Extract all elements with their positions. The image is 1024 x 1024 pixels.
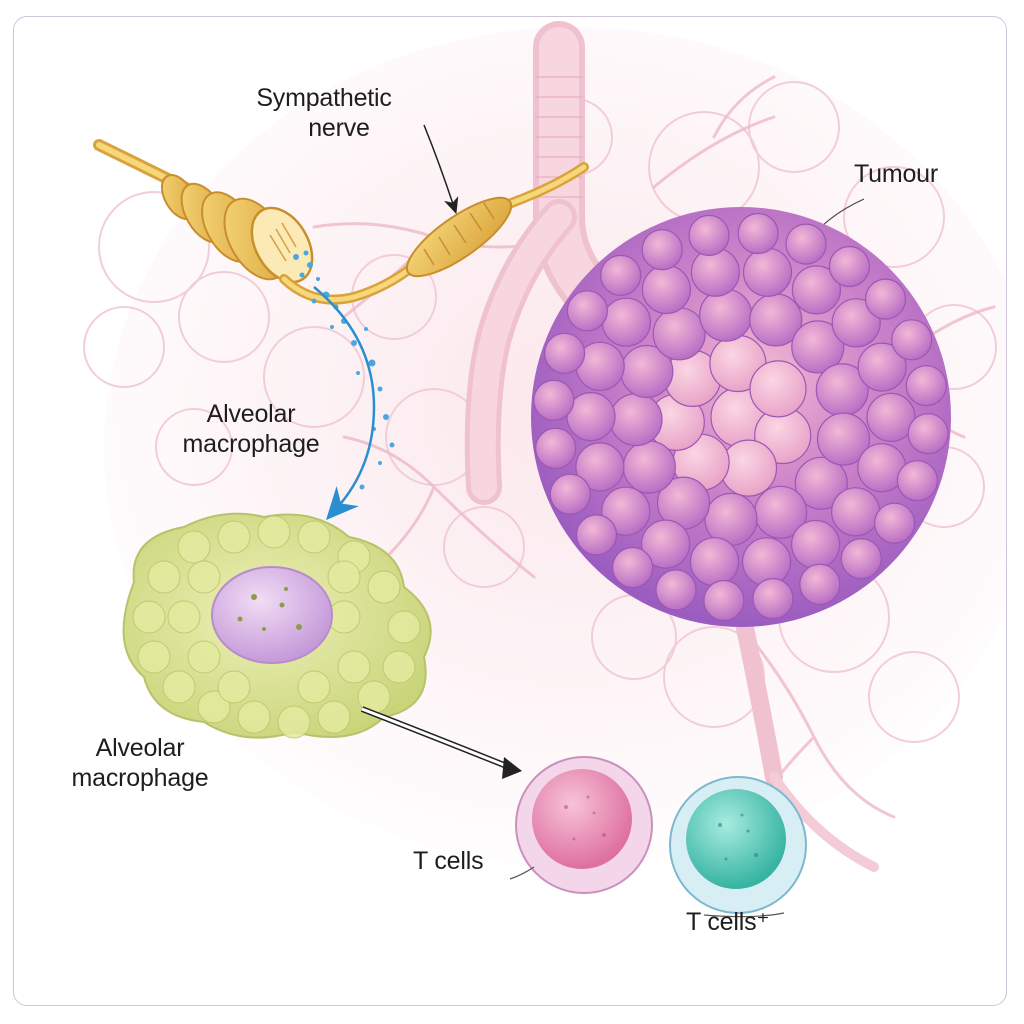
t-cell-pointer-line xyxy=(509,866,535,880)
nerve-pointer-line xyxy=(423,124,459,215)
label-alveolar-macrophage-cell: Alveolar macrophage xyxy=(50,733,230,793)
signal-arrow xyxy=(313,286,376,521)
tumour-lobe xyxy=(549,473,591,515)
macrophage-bump xyxy=(147,560,181,594)
tumour-lobe xyxy=(688,214,730,256)
t-cell-plus-pointer-line xyxy=(703,912,785,918)
tumour-lobe xyxy=(575,514,618,556)
tumour-lobe xyxy=(533,379,575,421)
tumour-lobe xyxy=(737,212,779,255)
macrophage-bump xyxy=(297,670,331,704)
tumour-lobe xyxy=(794,456,848,510)
tumour-lobe xyxy=(611,546,654,589)
tumour-lobe xyxy=(831,298,881,348)
label-sympathetic-nerve: Sympathetic nerve xyxy=(224,83,424,143)
macrophage-bump xyxy=(197,690,231,724)
tumour-lobe xyxy=(799,563,841,605)
tumour-lobe xyxy=(790,519,841,570)
macrophage-bump xyxy=(382,650,416,684)
macrophage-bump xyxy=(257,515,291,549)
tumour-mass xyxy=(531,207,951,627)
tumour-lobe xyxy=(655,569,697,611)
t-cell-teal xyxy=(669,776,807,914)
tumour-lobe xyxy=(575,442,625,492)
tumour-lobe xyxy=(742,247,793,297)
tumour-lobe xyxy=(641,229,683,271)
label-alveolar-bottom-line1: Alveolar xyxy=(95,734,185,762)
macrophage-bump xyxy=(317,700,351,734)
tumour-lobe xyxy=(699,288,753,342)
macrophage-bump xyxy=(297,520,331,554)
tumour-lobe xyxy=(601,486,651,536)
tumour-lobe xyxy=(857,342,907,392)
tumour-lobe xyxy=(601,297,652,347)
label-alveolar-top-line1: Alveolar xyxy=(206,400,296,428)
macrophage-nucleus xyxy=(211,566,333,664)
macrophage-bump xyxy=(187,640,221,674)
tumour-lobe xyxy=(785,223,827,265)
tumour-lobe xyxy=(896,460,939,502)
tumour-lobe xyxy=(703,579,745,622)
tumour-lobe xyxy=(828,245,871,288)
label-sympathetic-nerve-line2: nerve xyxy=(308,114,370,142)
tumour-lobe xyxy=(891,319,933,361)
macrophage-bump xyxy=(162,670,196,704)
macrophage-bump xyxy=(132,600,166,634)
macrophage-bump xyxy=(367,570,401,604)
tumour-lobe xyxy=(791,320,845,374)
tumour-lobe xyxy=(690,247,741,297)
nerve-terminal-coil xyxy=(160,174,314,284)
t-cell-pink xyxy=(515,756,653,894)
tumour-lobe xyxy=(749,360,807,418)
tumour-lobe xyxy=(566,290,609,332)
tumour-lobes xyxy=(533,212,949,622)
label-alveolar-macrophage-signal: Alveolar macrophage xyxy=(166,399,336,459)
neurotransmitter-release xyxy=(293,250,395,521)
macrophage-surface-texture xyxy=(132,515,421,739)
label-alveolar-top-line2: macrophage xyxy=(182,430,320,458)
tumour-lobe xyxy=(652,307,706,361)
macrophage-bump xyxy=(237,700,271,734)
tumour-lobe xyxy=(752,577,794,620)
macrophage-bump xyxy=(387,610,421,644)
tumour-lobe xyxy=(866,392,916,442)
label-t-cells-pink: T cells xyxy=(413,847,484,875)
tumour-lobe xyxy=(622,440,676,494)
macrophage-bump xyxy=(277,705,311,739)
tumour-lobe xyxy=(905,365,947,407)
tumour-lobe xyxy=(640,519,691,569)
tumour-lobe xyxy=(791,265,842,315)
tumour-lobe xyxy=(830,487,881,537)
macrophage-bump xyxy=(217,670,251,704)
tumour-lobe xyxy=(689,537,740,587)
label-sympathetic-nerve-line1: Sympathetic xyxy=(256,84,392,112)
alveolar-macrophage-cell xyxy=(122,512,432,739)
macrophage-bump xyxy=(177,530,211,564)
tumour-lobe xyxy=(864,278,907,320)
tumour-lobe xyxy=(543,332,586,374)
tumour-lobe xyxy=(741,537,792,587)
macrophage-bump xyxy=(217,520,251,554)
tumour-lobe xyxy=(907,413,949,455)
tumour-lobe xyxy=(600,254,642,296)
tumour-lobe xyxy=(873,502,916,544)
tumour-lobe xyxy=(535,427,577,469)
macrophage-bump xyxy=(187,560,221,594)
tumour-lobe xyxy=(641,264,692,315)
nerve-fiber-bundle xyxy=(405,196,513,278)
tumour-lobe xyxy=(840,537,882,580)
macrophage-bump xyxy=(327,560,361,594)
macrophage-bump xyxy=(137,640,171,674)
label-tumour: Tumour xyxy=(854,160,939,188)
label-alveolar-bottom-line2: macrophage xyxy=(71,764,209,792)
diagram-illustration xyxy=(83,21,1006,918)
tumour-lobe xyxy=(816,412,871,466)
macrophage-bump xyxy=(167,600,201,634)
sympathetic-nerve xyxy=(93,139,589,305)
diagram-frame: Sympathetic nerve Tumour Alveolar macrop… xyxy=(13,16,1007,1006)
label-t-cells-teal: T cells⁺ xyxy=(686,908,770,936)
tumour-lobe xyxy=(609,393,663,447)
tumour-lobe xyxy=(566,392,616,442)
macrophage-bump xyxy=(337,650,371,684)
